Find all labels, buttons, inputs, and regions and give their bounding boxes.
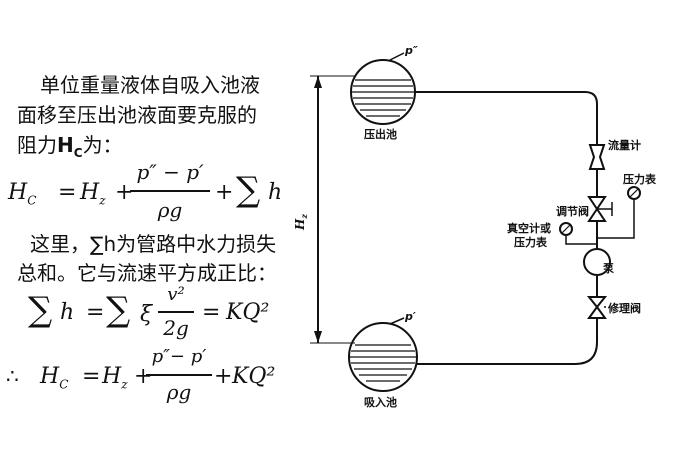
formula-1: HC = Hz + p″ − p′ ρg + ∑ h [0,0,310,230]
control-valve-lower [587,207,607,222]
pressure-gauge-label: 压力表 [623,172,657,186]
f2-numerator: v² [167,284,185,305]
text-line-1: 单位重量液体自吸入池液 [40,73,260,97]
f1-numerator: p″ − p′ [136,160,204,184]
upper-tank-liquid [352,79,414,117]
pipe-suction-bottom [417,318,598,365]
repair-valve-label: 修理阀 [607,301,641,315]
formula-2: ∑ h = ∑ ξ v² 2g = KQ² [0,0,310,350]
vacuum-gauge-label-1: 真空计或 [507,221,551,235]
f3-denominator: ρg [166,380,192,404]
pressure-gauge-line [597,199,635,239]
f1-lhs: HC [8,180,37,208]
f3-numerator: p″− p′ [151,346,207,367]
flowmeter-icon [588,144,606,170]
f3-hz: Hz [102,364,128,392]
vacuum-gauge-label-2: 压力表 [514,235,548,249]
f2-equals-1: = [86,300,105,325]
formula-3: ∴ HC = Hz + p″− p′ ρg + KQ² [0,0,310,420]
height-label: Hz [293,214,309,231]
text-line-5: 总和。它与流速平方成正比： [17,261,277,285]
f3-rhs: KQ² [232,364,276,389]
f2-h: h [60,300,75,325]
lower-pressure-arrow [389,317,405,325]
f1-sum: ∑ [236,170,261,210]
repair-valve-lower [587,305,607,319]
lower-tank-liquid [350,344,416,382]
repair-valve-upper [586,296,608,309]
text-line-4: 这里，∑h为管路中水力损失 [30,232,277,256]
upper-tank-pressure-label: p″ [404,44,418,57]
f3-plus-1: + [134,364,153,389]
f2-equals-2: = [202,300,221,325]
f3-equals: = [82,364,101,389]
pump-label: 泵 [603,262,614,275]
f2-sum-2: ∑ [106,290,131,330]
f2-xi: ξ [140,302,153,327]
f1-denominator: ρg [157,198,183,222]
f3-fraction-bar [146,374,212,376]
control-valve-upper [587,196,607,211]
hc-subscript: C [73,146,83,160]
f3-plus-2: + [214,364,233,389]
f1-plus-2: + [215,180,234,205]
control-valve-label: 调节阀 [556,204,589,218]
f2-denominator: 2g [163,316,189,340]
f1-h: h [268,180,283,205]
f2-sum-1: ∑ [28,290,53,330]
pump-icon [583,248,611,276]
lower-tank-pressure-label: p′ [404,310,416,323]
f1-fraction-bar [130,190,210,192]
pipe-discharge-top [415,91,598,145]
pressure-gauge-needle [629,188,639,198]
f1-plus-1: + [115,180,134,205]
f3-therefore: ∴ [6,364,19,388]
text-line-2: 面移至压出池液面要克服的 [17,103,257,127]
f2-fraction-bar [158,311,194,313]
lower-tank-shape [348,322,418,392]
f2-rhs: KQ² [226,300,270,325]
hc-symbol: H [57,133,74,157]
f1-hz: Hz [80,180,106,208]
upper-tank-label: 压出池 [364,127,397,141]
vacuum-gauge-needle [561,224,571,234]
text-line-3-suffix: 为： [82,133,123,157]
height-arrow-bottom [314,331,322,343]
lower-tank-label: 吸入池 [364,395,397,409]
f1-equals: = [58,180,77,205]
upper-pressure-arrow [389,52,405,61]
vacuum-gauge-line [565,235,597,245]
height-arrow-top [314,76,322,88]
f3-lhs: HC [40,364,69,392]
text-line-3-prefix: 阻力 [17,133,57,157]
text-line-3: 阻力HC为： [17,135,123,159]
flowmeter-label: 流量计 [608,138,641,152]
